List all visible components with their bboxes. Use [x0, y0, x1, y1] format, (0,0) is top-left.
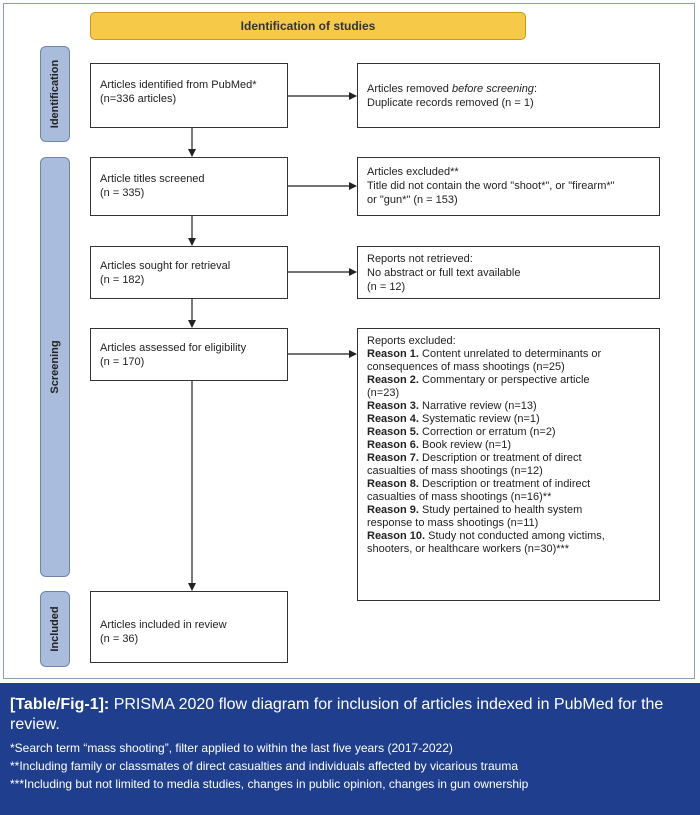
caption-note-1: *Search term “mass shooting”, filter app… [10, 741, 453, 755]
exclusion-reason-label: Reason 6. [367, 439, 419, 451]
exclusion-reason-label: Reason 3. [367, 400, 419, 412]
caption-note-2: **Including family or classmates of dire… [10, 759, 519, 773]
exclusion-reason-text: response to mass shootings (n=11) [367, 517, 539, 529]
exclusion-reason-text: Study pertained to health system [418, 504, 583, 516]
not-retrieved-heading: Reports not retrieved: [367, 253, 473, 265]
exclusion-reason-label: Reason 4. [367, 413, 419, 425]
exclusion-reason-line: response to mass shootings (n=11) [367, 517, 650, 530]
exclusion-reason-label: Reason 9. [367, 504, 419, 516]
caption-title: [Table/Fig-1]: PRISMA 2020 flow diagram … [10, 695, 690, 735]
excluded-count: or "gun*" (n = 153) [367, 194, 458, 206]
exclusion-reason-text: Correction or erratum (n=2) [418, 426, 556, 438]
box-articles-excluded: Articles excluded** Title did not contai… [357, 157, 660, 216]
box-reports-not-retrieved: Reports not retrieved: No abstract or fu… [357, 246, 660, 299]
box-assessed-eligibility: Articles assessed for eligibility (n = 1… [90, 328, 288, 381]
exclusion-reason-line: consequences of mass shootings (n=25) [367, 361, 650, 374]
not-retrieved-reason: No abstract or full text available [367, 267, 521, 279]
removed-heading: Articles removed before screening: [367, 82, 650, 96]
exclusion-reason-line: shooters, or healthcare workers (n=30)**… [367, 543, 650, 556]
exclusion-reason-text: shooters, or healthcare workers (n=30)**… [367, 543, 570, 555]
exclusion-reason-line: Reason 9. Study pertained to health syst… [367, 504, 650, 517]
caption-text: PRISMA 2020 flow diagram for inclusion o… [10, 696, 664, 733]
figure-caption: [Table/Fig-1]: PRISMA 2020 flow diagram … [0, 683, 700, 815]
exclusion-reason-label: Reason 1. [367, 348, 419, 360]
exclusion-reason-line: Reason 7. Description or treatment of di… [367, 452, 650, 465]
stage-screening: Screening [40, 157, 70, 577]
exclusion-reason-line: Reason 4. Systematic review (n=1) [367, 413, 650, 426]
exclusion-reason-label: Reason 8. [367, 478, 419, 490]
box-sought-retrieval: Articles sought for retrieval (n = 182) [90, 246, 288, 299]
exclusion-reason-text: Content unrelated to determinants or [418, 348, 602, 360]
exclusion-reason-line: Reason 2. Commentary or perspective arti… [367, 374, 650, 387]
exclusion-reason-line: Reason 1. Content unrelated to determina… [367, 348, 650, 361]
identified-count: (n=336 articles) [100, 93, 177, 105]
removed-duplicates: Duplicate records removed (n = 1) [367, 97, 534, 109]
box-removed-before-screening: Articles removed before screening: Dupli… [357, 63, 660, 128]
flow-arrows [188, 92, 357, 591]
box-titles-screened: Article titles screened (n = 335) [90, 157, 288, 216]
exclusion-reason-text: Systematic review (n=1) [418, 413, 540, 425]
box-reports-excluded: Reports excluded: Reason 1. Content unre… [357, 328, 660, 601]
exclusion-reason-label: Reason 2. [367, 374, 419, 386]
exclusion-reason-text: Narrative review (n=13) [418, 400, 537, 412]
included-label: Articles included in review [100, 619, 227, 631]
exclusion-reason-text: casualties of mass shootings (n=12) [367, 465, 543, 477]
removed-emphasis: before screening [451, 83, 534, 95]
exclusion-reason-line: casualties of mass shootings (n=16)** [367, 491, 650, 504]
not-retrieved-count: (n = 12) [367, 281, 406, 293]
box-records-identified: Articles identified from PubMed* (n=336 … [90, 63, 288, 128]
stage-included: Included [40, 591, 70, 667]
removed-prefix: Articles removed [367, 83, 452, 95]
exclusion-reason-text: casualties of mass shootings (n=16)** [367, 491, 552, 503]
exclusion-reason-line: (n=23) [367, 387, 650, 400]
exclusion-reason-label: Reason 10. [367, 530, 426, 542]
exclusion-reason-text: Description or treatment of direct [418, 452, 582, 464]
exclusion-reason-line: casualties of mass shootings (n=12) [367, 465, 650, 478]
excluded-reason: Title did not contain the word "shoot*",… [367, 180, 615, 192]
exclusion-reasons-list: Reason 1. Content unrelated to determina… [367, 348, 650, 556]
assessed-label: Articles assessed for eligibility [100, 342, 247, 354]
sought-count: (n = 182) [100, 274, 145, 286]
diagram-header: Identification of studies [90, 12, 526, 40]
screened-label: Article titles screened [100, 173, 205, 185]
box-included: Articles included in review (n = 36) [90, 591, 288, 663]
exclusion-reason-text: (n=23) [367, 387, 400, 399]
exclusion-reason-line: Reason 10. Study not conducted among vic… [367, 530, 650, 543]
caption-label: [Table/Fig-1]: [10, 696, 110, 713]
exclusion-reason-label: Reason 7. [367, 452, 419, 464]
exclusion-reason-label: Reason 5. [367, 426, 419, 438]
exclusion-reason-text: Description or treatment of indirect [418, 478, 591, 490]
exclusion-reason-line: Reason 6. Book review (n=1) [367, 439, 650, 452]
screened-count: (n = 335) [100, 187, 145, 199]
exclusion-reason-text: Book review (n=1) [418, 439, 511, 451]
exclusion-reason-line: Reason 5. Correction or erratum (n=2) [367, 426, 650, 439]
exclusion-reason-text: consequences of mass shootings (n=25) [367, 361, 565, 373]
caption-note-3: ***Including but not limited to media st… [10, 777, 529, 791]
excluded-heading: Articles excluded** [367, 166, 459, 178]
header-title: Identification of studies [240, 19, 376, 33]
exclusion-reason-line: Reason 3. Narrative review (n=13) [367, 400, 650, 413]
assessed-count: (n = 170) [100, 356, 145, 368]
identified-label: Articles identified from PubMed* [100, 79, 257, 91]
exclusion-reason-text: Commentary or perspective article [418, 374, 590, 386]
exclusion-reason-text: Study not conducted among victims, [425, 530, 605, 542]
reports-excluded-heading: Reports excluded: [367, 335, 456, 347]
included-count: (n = 36) [100, 633, 139, 645]
stage-identification: Identification [40, 46, 70, 142]
sought-label: Articles sought for retrieval [100, 260, 231, 272]
exclusion-reason-line: Reason 8. Description or treatment of in… [367, 478, 650, 491]
removed-suffix: : [533, 83, 537, 95]
